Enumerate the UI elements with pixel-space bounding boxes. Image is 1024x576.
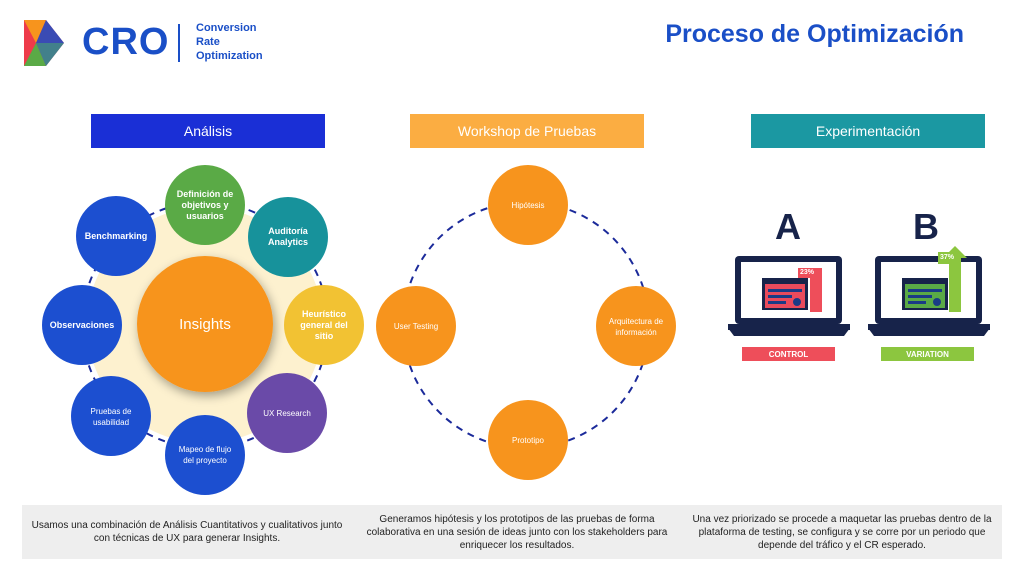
logo-text: CRO [82, 21, 170, 63]
node-benchmarking-label: Benchmarking [84, 230, 148, 241]
description-experimentacion: Una vez priorizado se procede a maquetar… [682, 505, 1002, 559]
variant-a-letter: A [775, 206, 801, 247]
variation-tag: VARIATION [881, 347, 974, 361]
node-pruebas-label: Pruebas de usabilidad [90, 407, 132, 427]
node-arquitectura [596, 286, 676, 366]
node-ux-research-label: UX Research [263, 408, 311, 418]
control-tag: CONTROL [742, 347, 835, 361]
node-hipotesis [488, 165, 568, 245]
node-mapeo-label: Mapeo de flujo del proyecto [178, 445, 232, 465]
node-observaciones-label: Observaciones [49, 319, 115, 330]
node-benchmarking [76, 196, 156, 276]
section-header-experimentacion: Experimentación [751, 114, 985, 148]
description-analisis: Usamos una combinación de Análisis Cuant… [22, 505, 352, 559]
description-workshop: Generamos hipótesis y los prototipos de … [352, 505, 682, 559]
logo-subtitle-line: Optimization [196, 50, 263, 62]
node-ux-research [247, 373, 327, 453]
node-mapeo [165, 415, 245, 495]
node-insights-label: Insights [179, 315, 231, 333]
laptop-control-icon [728, 256, 850, 336]
section-header-analisis: Análisis [91, 114, 325, 148]
logo-subtitle: Conversion Rate Optimization [196, 21, 263, 63]
node-prototipo-label: Prototipo [511, 435, 545, 445]
variation-percentage: 37% [940, 254, 955, 261]
node-insights [137, 256, 273, 392]
node-auditoria [248, 197, 328, 277]
logo-divider [178, 24, 180, 62]
page-title: Proceso de Optimización [665, 20, 964, 48]
node-user-testing [376, 286, 456, 366]
node-definicion [165, 165, 245, 245]
logo-subtitle-line: Rate [196, 36, 220, 48]
node-hipotesis-label: Hipótesis [511, 200, 545, 210]
laptop-variation-icon [868, 246, 990, 336]
node-heuristico [284, 285, 364, 365]
logo-subtitle-line: Conversion [196, 22, 257, 34]
cro-logo-icon [24, 20, 64, 66]
variant-b-letter: B [913, 206, 939, 247]
node-arquitectura-label: Arquitectura de información [608, 317, 664, 337]
node-definicion-label: Definición de objetivos y usuarios [176, 188, 234, 221]
node-observaciones [42, 285, 122, 365]
node-prototipo [488, 400, 568, 480]
node-heuristico-label: Heurístico general del sitio [300, 308, 348, 341]
node-pruebas [71, 376, 151, 456]
node-user-testing-label: User Testing [393, 321, 439, 331]
node-auditoria-label: Auditoría Analytics [267, 226, 309, 247]
section-header-workshop: Workshop de Pruebas [410, 114, 644, 148]
control-percentage: 23% [800, 269, 815, 276]
